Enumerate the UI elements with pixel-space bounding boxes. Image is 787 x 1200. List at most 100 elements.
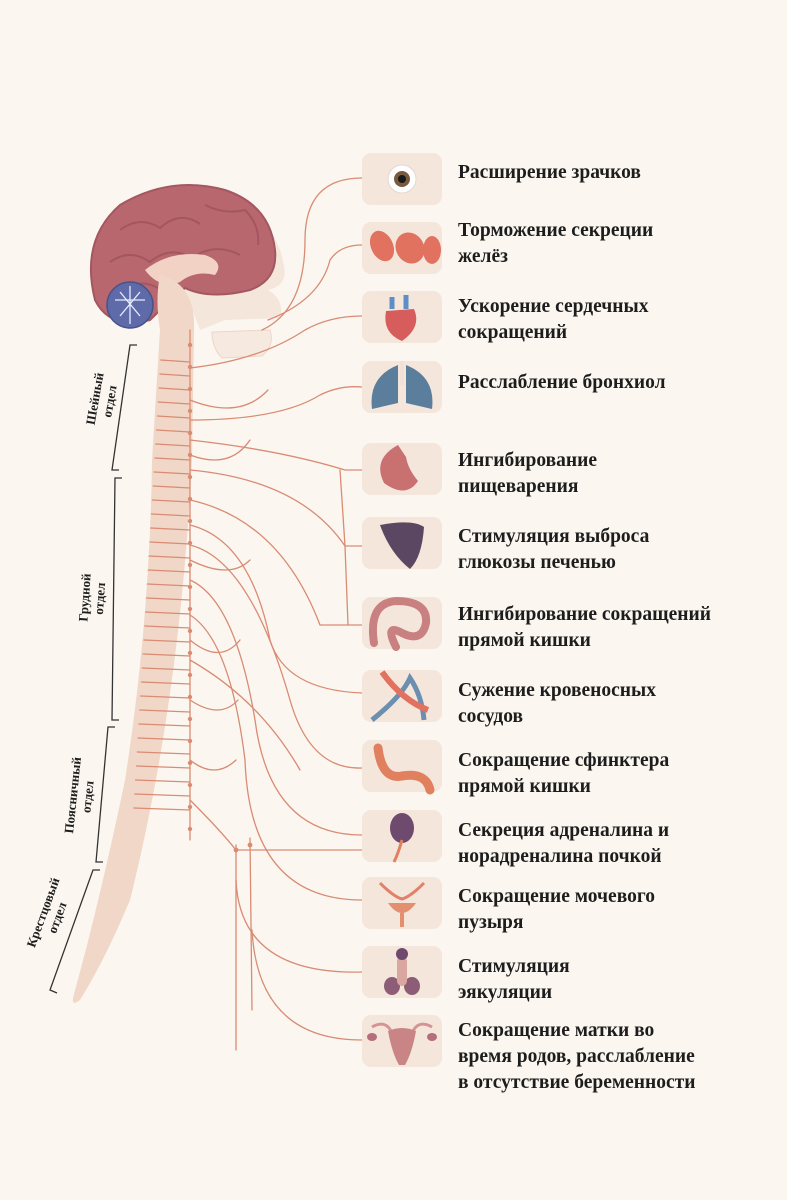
- organ-tile-11: [362, 946, 442, 998]
- effect-label-line: Торможение секреции: [458, 220, 654, 241]
- spinal-nerve: [150, 527, 191, 531]
- effect-label-line: Сокращение сфинктера: [458, 750, 670, 771]
- effect-label-line: прямой кишки: [458, 630, 591, 651]
- spinal-nerve: [134, 793, 191, 797]
- spinal-nerve: [142, 653, 191, 657]
- cerebellum-pattern: [115, 286, 145, 324]
- ganglion-dot: [187, 738, 193, 744]
- spinal-nerve: [153, 471, 191, 475]
- effect-label-line: прямой кишки: [458, 776, 591, 797]
- section-brackets: [49, 344, 137, 994]
- nerve-to-organ-1: [267, 244, 363, 321]
- spinal-nerve: [145, 611, 191, 615]
- nerve-to-organ-10: [189, 614, 363, 901]
- effect-label-line: Ингибирование сокращений: [458, 604, 711, 625]
- effect-label-line: желёз: [458, 246, 508, 267]
- nerve-branch: [189, 799, 237, 851]
- nerve-branch: [189, 559, 251, 571]
- ganglion-dot: [187, 672, 193, 678]
- nerve-to-organ-4: [189, 439, 363, 471]
- nerve-branch: [189, 699, 239, 711]
- organ-tile-9: [362, 810, 442, 863]
- spinal-nerve: [144, 625, 191, 629]
- spinal-nerve: [151, 499, 191, 503]
- ganglion-dot: [187, 342, 193, 348]
- ganglion-dot: [187, 408, 193, 414]
- effect-label-8: Сокращение сфинктера прямой кишки: [458, 748, 669, 800]
- ganglion-dot: [187, 474, 193, 480]
- ganglion-dot: [187, 694, 193, 700]
- uterus-icon: [367, 1022, 437, 1065]
- organ-tile-5: [362, 517, 442, 569]
- effect-label-line: Стимуляция: [458, 956, 570, 977]
- organ-tile-0: [362, 153, 442, 205]
- ganglion-dot: [187, 386, 193, 392]
- effect-label-line: эякуляции: [458, 982, 553, 1003]
- spinal-nerve: [146, 583, 191, 587]
- ganglion-dot: [187, 804, 193, 810]
- nerve-branch: [189, 759, 237, 771]
- jaw-icon: [211, 329, 272, 359]
- effect-label-11: Стимуляция эякуляции: [458, 954, 570, 1006]
- male-reproductive-icon: [384, 948, 420, 995]
- salivary-glands-icon: [369, 230, 441, 264]
- eye-icon: [387, 164, 417, 194]
- ganglion-dot: [187, 606, 193, 612]
- effect-label-line: сокращений: [458, 322, 568, 343]
- effect-label-line: время родов, расслабление: [458, 1046, 695, 1067]
- nerve-to-organ-6: [189, 499, 363, 626]
- kidney-icon: [390, 813, 414, 863]
- colon-icon: [373, 743, 435, 795]
- organ-tile-8: [362, 740, 442, 795]
- nerve-network: [133, 177, 363, 1051]
- heart-icon: [385, 295, 417, 341]
- spinal-nerve: [152, 485, 191, 489]
- ganglion-dot: [187, 540, 193, 546]
- organ-tile-6: [362, 596, 442, 651]
- effect-label-line: Сужение кровеносных: [458, 680, 657, 701]
- spinal-nerve: [148, 555, 191, 559]
- spinal-nerve: [133, 807, 191, 811]
- effect-label-3: Расслабление бронхиол: [458, 370, 666, 396]
- spinal-nerve: [145, 597, 191, 601]
- spinal-nerve: [155, 429, 191, 433]
- effect-label-line: глюкозы печенью: [458, 552, 616, 573]
- intestine-icon: [369, 596, 431, 651]
- effect-label-line: в отсутствие беременности: [458, 1072, 696, 1093]
- effect-label-line: Расширение зрачков: [458, 162, 641, 183]
- stomach-icon: [380, 445, 418, 491]
- nerve-branch: [339, 469, 349, 626]
- spinal-nerve: [158, 387, 191, 391]
- effect-label-line: пищеварения: [458, 476, 579, 497]
- spinal-nerve: [155, 443, 191, 447]
- spinal-cord: [72, 275, 195, 1003]
- organ-tile-2: [362, 291, 442, 343]
- ganglion-dot: [187, 628, 193, 634]
- ganglion-dot: [187, 518, 193, 524]
- effect-label-line: норадреналина почкой: [458, 846, 662, 867]
- nerve-to-organ-2: [189, 315, 363, 369]
- ganglion-dot: [187, 650, 193, 656]
- ganglion-dot: [247, 842, 253, 848]
- liver-icon: [380, 522, 424, 569]
- effect-label-line: Расслабление бронхиол: [458, 372, 666, 393]
- nerve-to-organ-8: [189, 544, 363, 769]
- bracket-lumbar: [95, 726, 115, 863]
- bladder-icon: [378, 881, 426, 927]
- blood-vessels-icon: [370, 670, 430, 722]
- spinal-nerve: [139, 709, 191, 713]
- organ-tile-4: [362, 443, 442, 495]
- spinal-nerve: [156, 415, 191, 419]
- effect-label-line: Сокращение матки во: [458, 1020, 655, 1041]
- bracket-thoracic: [111, 477, 122, 721]
- lungs-icon: [371, 361, 433, 409]
- sympathetic-trunk-lower: [249, 837, 253, 1011]
- organ-tile-12: [362, 1015, 442, 1067]
- spinal-nerve: [160, 359, 191, 363]
